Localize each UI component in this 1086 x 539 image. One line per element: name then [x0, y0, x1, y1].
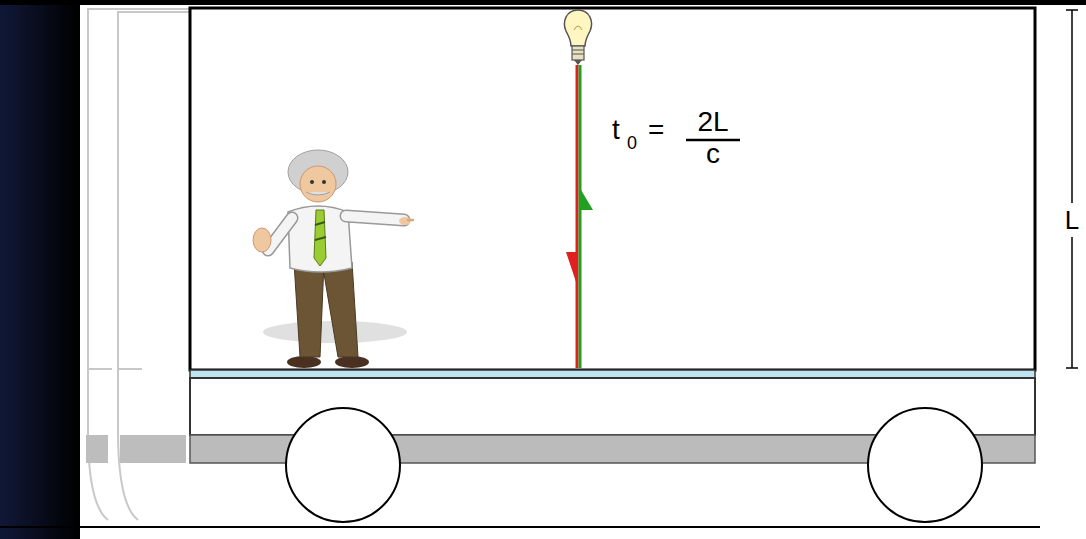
- scientist-figure: [253, 150, 413, 368]
- slide-edge: [0, 0, 1086, 5]
- light-path-down: [576, 65, 579, 368]
- motion-ghost: [86, 435, 108, 463]
- equals-sign: =: [648, 116, 664, 144]
- subscript: 0: [627, 134, 637, 152]
- motion-ghost: [120, 435, 186, 463]
- denominator: c: [706, 140, 720, 168]
- light-bulb: [565, 10, 592, 65]
- arrowhead-up: [581, 190, 593, 210]
- dimension-label: L: [1065, 207, 1079, 233]
- wheel: [286, 408, 400, 522]
- train-car: [190, 8, 1035, 370]
- car-floor: [190, 370, 1035, 378]
- time-symbol: t: [612, 116, 620, 144]
- arrowhead-down: [566, 252, 576, 282]
- light-path-up: [579, 65, 582, 368]
- height-dimension: [1066, 10, 1078, 368]
- numerator: 2L: [697, 108, 728, 136]
- wheel: [868, 408, 982, 522]
- ground-line: [0, 526, 1040, 528]
- slide-edge: [0, 0, 80, 539]
